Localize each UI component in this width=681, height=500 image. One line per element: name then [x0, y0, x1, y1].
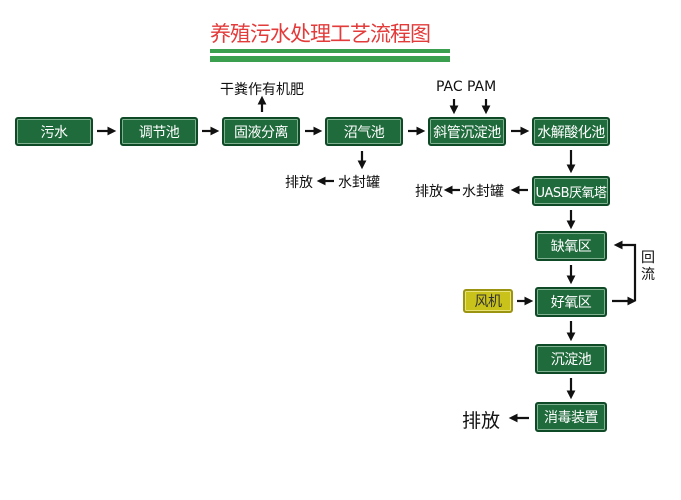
title-underline [210, 56, 450, 62]
node-wastewater: 污水 [15, 117, 93, 146]
node-blower: 风机 [463, 289, 513, 313]
node-sedimentation-tank: 沉淀池 [535, 344, 607, 374]
label-water-seal-tank: 水封罐 [338, 175, 380, 191]
label-reflux: 回流 [641, 250, 655, 283]
node-disinfection-unit: 消毒装置 [535, 402, 607, 432]
label-fertilizer: 干粪作有机肥 [220, 82, 304, 98]
node-equalization-tank: 调节池 [120, 117, 198, 146]
label-discharge: 排放 [285, 175, 313, 191]
node-anoxic-zone: 缺氧区 [535, 231, 607, 261]
label-discharge: 排放 [415, 184, 443, 200]
node-solid-liquid-separation: 固液分离 [222, 117, 300, 146]
node-uasb-reactor: UASB厌氧塔 [532, 176, 610, 206]
diagram-title: 养殖污水处理工艺流程图 [210, 22, 431, 46]
label-final-discharge: 排放 [462, 410, 501, 432]
node-biogas-digester: 沼气池 [325, 117, 403, 146]
label-water-seal-tank: 水封罐 [462, 184, 504, 200]
node-aerobic-zone: 好氧区 [535, 287, 607, 317]
reflux-arrow [613, 240, 637, 301]
label-pac: PAC [436, 79, 463, 95]
node-hydrolysis-acidification: 水解酸化池 [532, 117, 610, 146]
node-inclined-tube-settler: 斜管沉淀池 [428, 117, 506, 146]
title-underline [210, 49, 450, 53]
label-pam: PAM [467, 79, 497, 95]
